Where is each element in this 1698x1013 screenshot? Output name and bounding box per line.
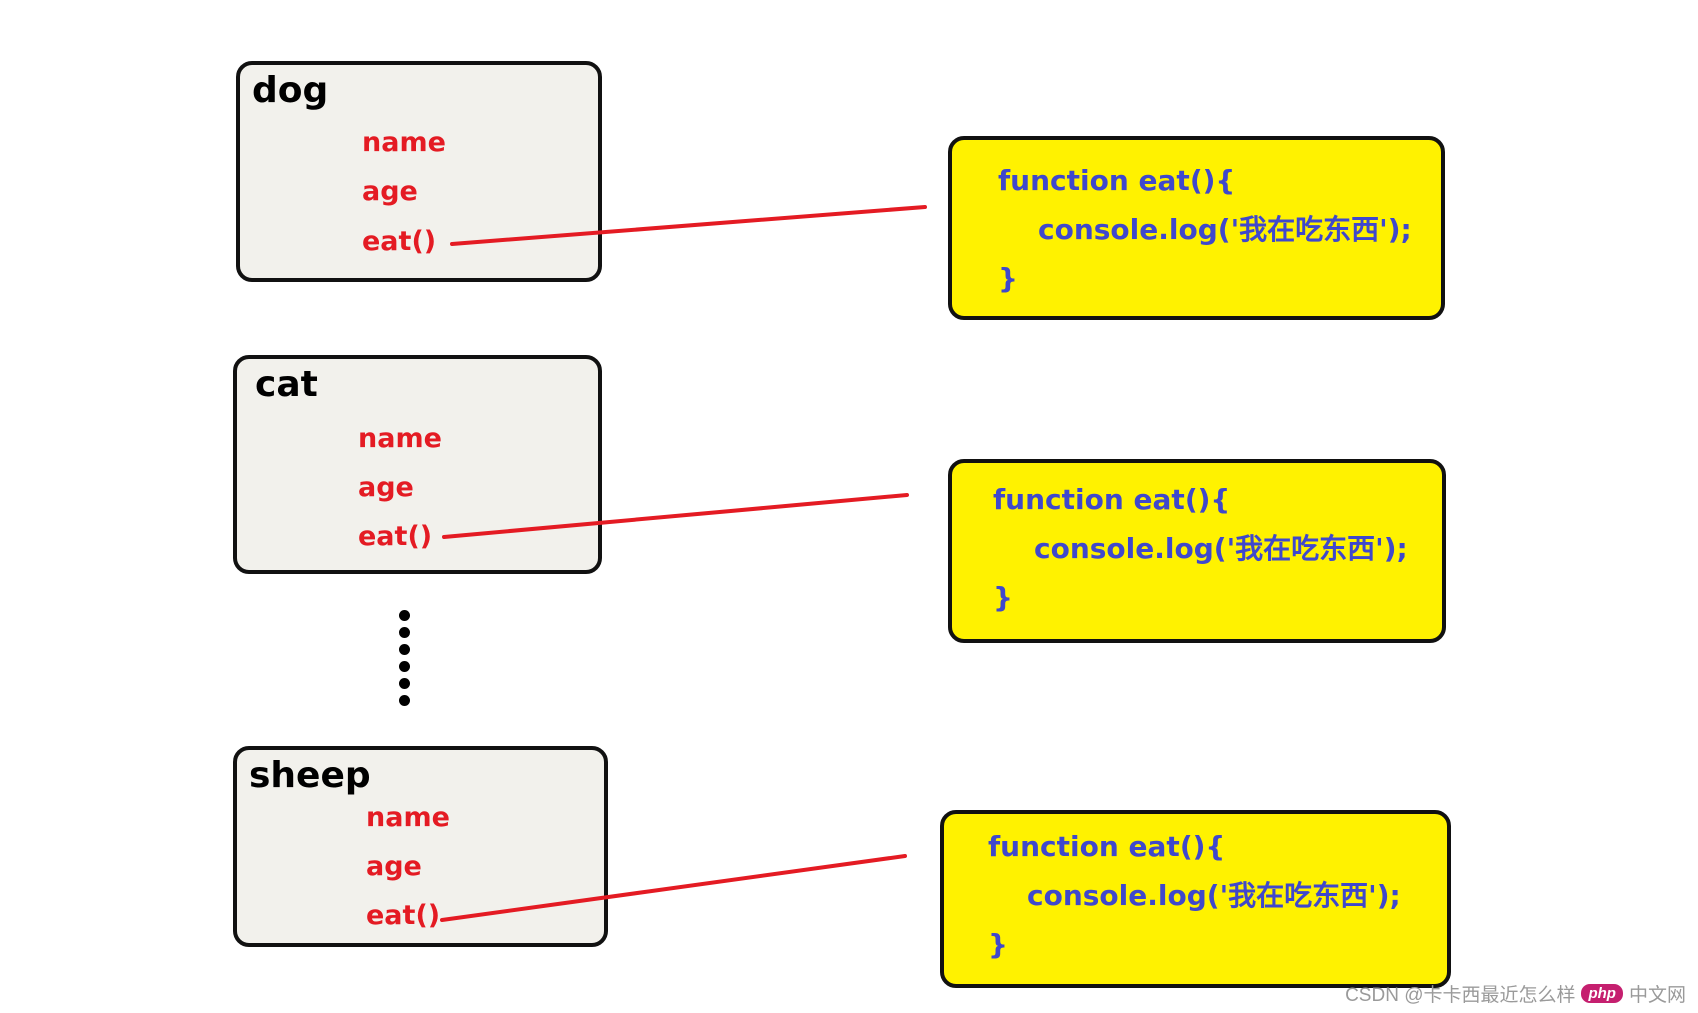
function-body: console.log('我在吃东西');	[1027, 879, 1401, 912]
object-box-cat: cat name age eat()	[233, 355, 602, 574]
function-box: function eat(){ console.log('我在吃东西'); }	[948, 136, 1445, 320]
function-signature: function eat(){	[988, 830, 1226, 863]
object-title-dog: dog	[252, 70, 329, 111]
object-prop-eat: eat()	[358, 521, 433, 552]
watermark-text: CSDN @卡卡西最近怎么样	[1345, 985, 1576, 1006]
function-closing-brace: }	[988, 928, 1008, 961]
watermark: CSDN @卡卡西最近怎么样 php 中文网	[1345, 980, 1686, 1007]
object-prop-age: age	[366, 851, 422, 882]
object-prop-eat: eat()	[362, 226, 437, 257]
object-prop-name: name	[366, 802, 450, 833]
function-box: function eat(){ console.log('我在吃东西'); }	[940, 810, 1451, 988]
object-box-sheep: sheep name age eat()	[233, 746, 608, 947]
function-closing-brace: }	[998, 262, 1018, 295]
object-box-dog: dog name age eat()	[236, 61, 602, 282]
function-body: console.log('我在吃东西');	[1034, 532, 1408, 565]
function-closing-brace: }	[993, 581, 1013, 614]
ellipsis-dots-icon	[399, 610, 411, 708]
function-box: function eat(){ console.log('我在吃东西'); }	[948, 459, 1446, 643]
object-prop-age: age	[362, 176, 418, 207]
object-prop-age: age	[358, 472, 414, 503]
function-signature: function eat(){	[998, 164, 1236, 197]
object-prop-eat: eat()	[366, 900, 441, 931]
object-title-cat: cat	[255, 364, 318, 405]
object-title-sheep: sheep	[249, 755, 371, 796]
object-prop-name: name	[362, 127, 446, 158]
watermark-logo-suffix: 中文网	[1628, 985, 1686, 1006]
function-body: console.log('我在吃东西');	[1038, 213, 1412, 246]
object-prop-name: name	[358, 423, 442, 454]
php-logo-icon: php	[1581, 984, 1623, 1003]
function-signature: function eat(){	[993, 483, 1231, 516]
